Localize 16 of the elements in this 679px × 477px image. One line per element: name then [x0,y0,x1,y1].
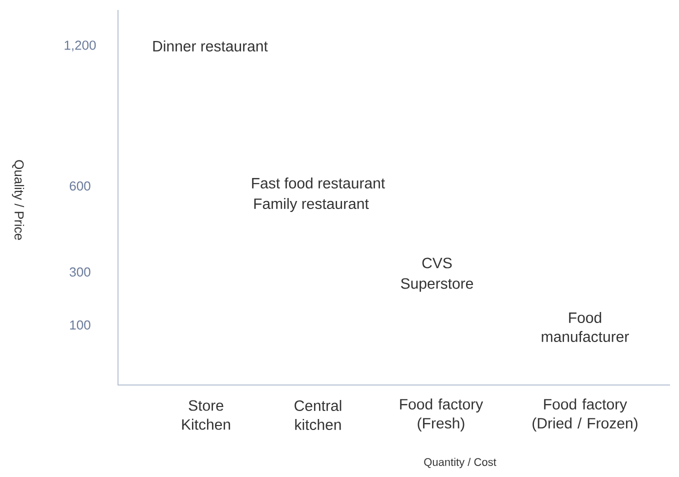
category-label: CVS [422,258,452,268]
axis-tick-label: 600 [70,181,90,191]
axis-category-label: Food factory (Dried / Frozen) [532,398,638,432]
axis-category-label: Central kitchen [294,400,342,430]
axis-title: Quantity / Cost [424,458,496,468]
axis-tick-label: 300 [70,267,90,277]
category-label: Dinner restaurant [153,40,268,52]
axis-tick-label: 1,200 [64,40,96,52]
category-label: Food manufacturer [542,312,629,342]
axis-category-label: Store Kitchen [182,400,230,430]
category-label: Superstore [401,278,474,292]
axis-category-label: Food factory (Fresh) [400,398,484,432]
category-label: Family restaurant [254,198,369,212]
axis-title: Quality / Price [12,160,24,240]
axis-tick-label: 100 [70,320,90,330]
category-label: Fast food restaurant [252,178,385,188]
